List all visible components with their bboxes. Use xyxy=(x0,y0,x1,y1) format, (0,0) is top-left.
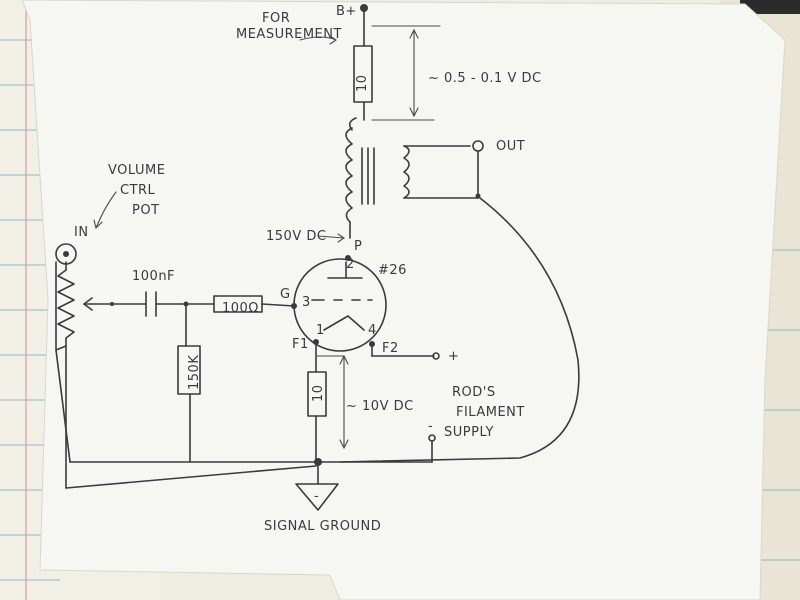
label-plate: P xyxy=(354,239,362,254)
label-pin-f1: 1 xyxy=(316,323,325,338)
label-filament: FILAMENT xyxy=(456,405,525,420)
label-out: OUT xyxy=(496,139,525,154)
label-ctrl: CTRL xyxy=(120,183,156,198)
label-tube: #26 xyxy=(378,263,407,278)
label-pot: POT xyxy=(132,203,160,218)
label-for: FOR xyxy=(262,11,290,26)
label-minus: - xyxy=(428,419,433,434)
transformer-secondary xyxy=(403,145,410,199)
label-grid-res: 100Ω xyxy=(222,301,259,316)
label-f2: F2 xyxy=(382,341,399,356)
output-return-wire xyxy=(339,197,580,463)
label-cap: 100nF xyxy=(132,269,175,284)
measurement-pointer-arrow xyxy=(299,35,337,45)
label-measurement: MEASUREMENT xyxy=(236,27,342,42)
measurement-resistor xyxy=(353,45,373,103)
label-volume: VOLUME xyxy=(108,163,165,178)
out-terminal xyxy=(472,140,484,152)
label-plate-voltage: 150V DC xyxy=(266,229,326,244)
label-cathode-res: 10 xyxy=(311,384,326,402)
label-voltage-drop: ~ 0.5 - 0.1 V DC xyxy=(428,71,542,86)
label-ground-mark: - xyxy=(314,489,319,504)
tube-filament xyxy=(323,315,365,331)
filament-plus-terminal xyxy=(432,352,440,360)
paper-sheet xyxy=(21,0,786,600)
label-f1: F1 xyxy=(292,337,309,352)
grid-leak-resistor xyxy=(177,345,201,395)
circuit xyxy=(55,4,580,511)
label-signal-ground: SIGNAL GROUND xyxy=(264,519,381,534)
pot-pointer-arrow xyxy=(93,191,117,230)
label-cathode-voltage: ~ 10V DC xyxy=(346,399,414,414)
label-supply: SUPPLY xyxy=(444,425,494,440)
ground-symbol xyxy=(295,483,339,511)
label-plus: + xyxy=(448,349,459,364)
label-pin-grid: 3 xyxy=(302,295,311,310)
label-grid: G xyxy=(280,287,291,302)
b-plus-terminal xyxy=(360,4,368,12)
label-measure-res: 10 xyxy=(355,74,370,92)
label-b-plus: B+ xyxy=(336,4,357,19)
transformer-primary xyxy=(345,117,357,239)
volume-pot xyxy=(57,269,75,347)
label-rods: ROD'S xyxy=(452,385,496,400)
label-pin-plate: 2 xyxy=(346,257,355,272)
cathode-resistor xyxy=(307,371,327,417)
label-grid-leak: 150K xyxy=(187,355,202,390)
label-pin-f2: 4 xyxy=(368,323,377,338)
label-in: IN xyxy=(74,225,89,240)
